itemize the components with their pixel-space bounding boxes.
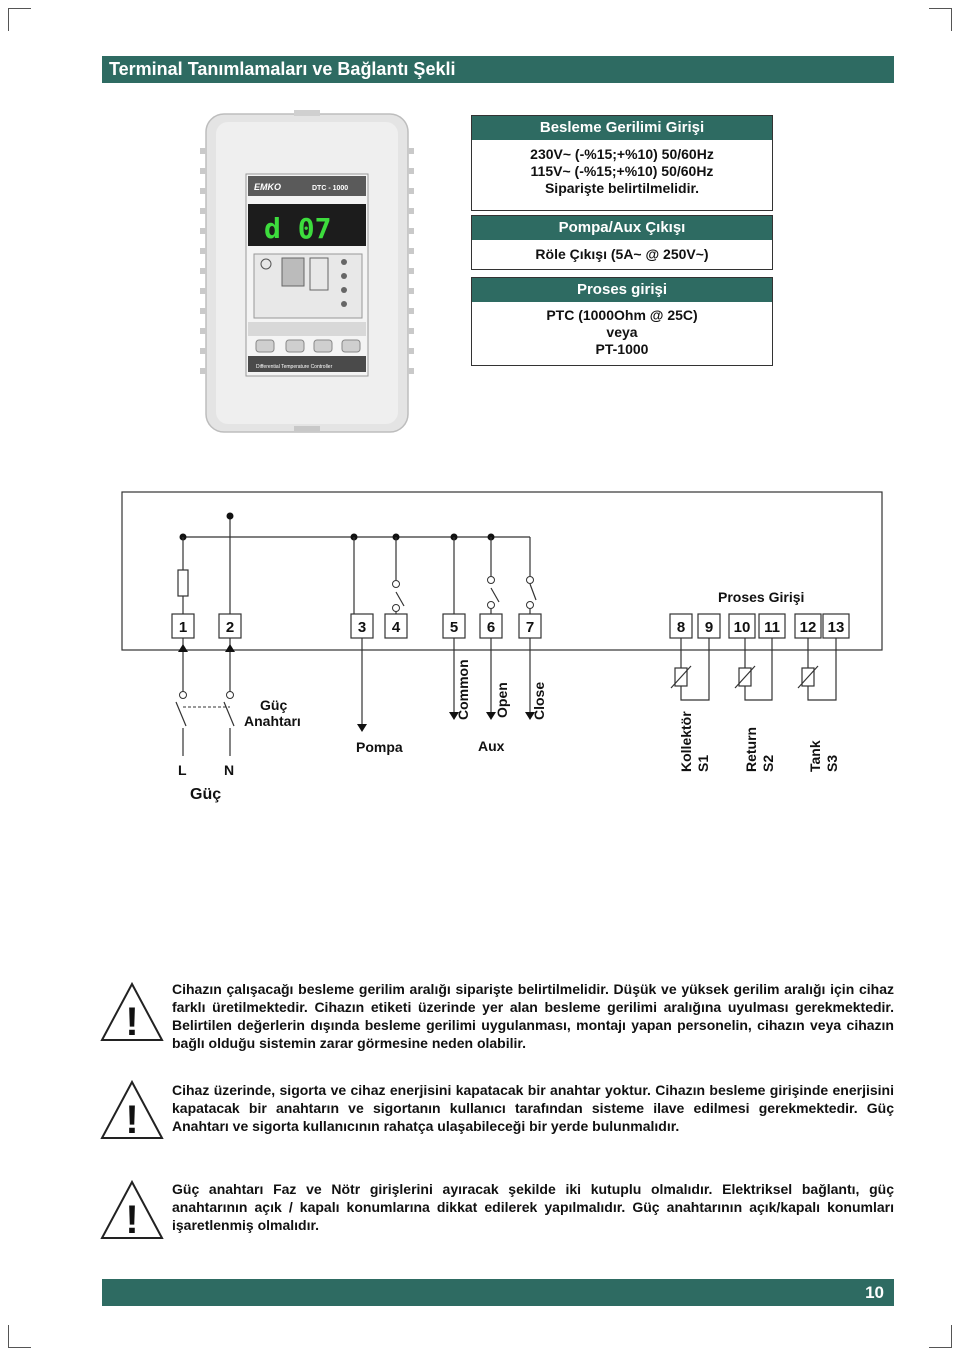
crop-mark-top-right — [929, 8, 952, 31]
sensor-name-s2: Return — [743, 727, 759, 772]
warning-symbol: ! — [125, 1198, 138, 1242]
device-display: d 07 — [264, 212, 331, 245]
spec-line: PT-1000 — [595, 341, 649, 357]
terminal-number: 4 — [392, 619, 401, 636]
warning-icon: ! — [100, 1179, 164, 1242]
crop-mark-bottom-left — [8, 1325, 31, 1348]
warning-icon: ! — [100, 1079, 164, 1142]
terminal-number: 2 — [226, 619, 234, 636]
warning-symbol: ! — [125, 1098, 138, 1142]
terminal-box — [728, 613, 756, 639]
spec-box-pump: Pompa/Aux Çıkışı Röle Çıkışı (5A~ @ 250V… — [471, 215, 773, 270]
power-switch-label-1: Güç — [260, 697, 287, 713]
crop-mark-top-left — [8, 8, 31, 31]
terminal-number: 5 — [450, 619, 458, 636]
common-label: Common — [455, 659, 471, 720]
terminal-number: 13 — [828, 619, 845, 636]
spec-line: Röle Çıkışı (5A~ @ 250V~) — [535, 246, 709, 262]
sensor-code-s1: S1 — [695, 755, 711, 772]
warning-icon: ! — [100, 981, 164, 1044]
device-caption: Differential Temperature Controller — [256, 364, 333, 370]
warning-symbol: ! — [125, 1000, 138, 1044]
sensor-name-s3: Tank — [807, 740, 823, 772]
sensor-name-s1: Kollektör — [678, 711, 694, 772]
proses-girisi-label: Proses Girişi — [718, 589, 804, 605]
spec-title-pump: Pompa/Aux Çıkışı — [472, 216, 772, 240]
spec-line: Siparişte belirtilmelidir. — [544, 180, 700, 196]
terminal-box — [794, 613, 822, 639]
spec-line: 115V~ (-%15;+%10) 50/60Hz — [530, 163, 714, 179]
aux-label: Aux — [478, 738, 505, 754]
terminal-number: 7 — [526, 619, 534, 636]
open-label: Open — [494, 682, 510, 718]
close-label: Close — [531, 682, 547, 720]
device-brand: EMKO — [254, 182, 281, 192]
warning-text-1: Cihazın çalışacağı besleme gerilim aralı… — [172, 981, 894, 1051]
spec-box-power: Besleme Gerilimi Girişi 230V~ (-%15;+%10… — [471, 115, 773, 211]
spec-title-process: Proses girişi — [472, 278, 772, 302]
terminal-box — [384, 613, 408, 639]
spec-line: PTC (1000Ohm @ 25C) — [546, 307, 698, 323]
crop-mark-bottom-right — [929, 1325, 952, 1348]
terminal-number: 11 — [764, 619, 780, 636]
l-label: L — [178, 762, 187, 778]
terminal-number: 9 — [705, 619, 713, 636]
warning-text-3: Güç anahtarı Faz ve Nötr girişlerini ayı… — [172, 1181, 894, 1233]
power-label: Güç — [190, 786, 221, 803]
terminal-number: 10 — [734, 619, 751, 636]
terminal-number: 3 — [358, 619, 366, 636]
page-number: 10 — [865, 1283, 884, 1302]
pump-label: Pompa — [356, 739, 403, 755]
terminal-number: 12 — [800, 619, 817, 636]
n-label: N — [224, 762, 234, 778]
spec-box-process: Proses girişi PTC (1000Ohm @ 25C) veya P… — [471, 277, 773, 366]
terminal-number: 1 — [179, 619, 187, 636]
device-model: DTC - 1000 — [312, 185, 348, 192]
footer-bar: 10 — [102, 1279, 894, 1306]
warning-text-2: Cihaz üzerinde, sigorta ve cihaz enerjis… — [172, 1082, 894, 1134]
sensor-code-s3: S3 — [824, 755, 840, 772]
spec-line: veya — [606, 324, 638, 340]
spec-title-power: Besleme Gerilimi Girişi — [472, 116, 772, 140]
section-title: Terminal Tanımlamaları ve Bağlantı Şekli — [102, 56, 894, 83]
terminal-box — [758, 613, 786, 639]
device-image: EMKO DTC - 1000 d 07 Differential Temper… — [200, 110, 414, 433]
spec-line: 230V~ (-%15;+%10) 50/60Hz — [530, 146, 714, 162]
terminal-number: 8 — [677, 619, 685, 636]
sensor-code-s2: S2 — [760, 755, 776, 772]
terminal-number: 6 — [487, 619, 495, 636]
power-switch-label-2: Anahtarı — [244, 713, 301, 729]
